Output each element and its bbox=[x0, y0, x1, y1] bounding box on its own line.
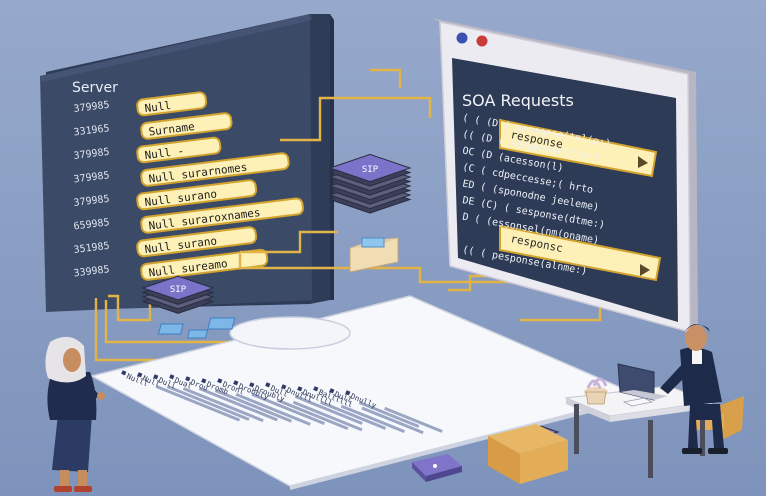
server-row-number: 331965 bbox=[73, 123, 110, 138]
floor-card bbox=[412, 454, 462, 482]
server-row-number: 379985 bbox=[73, 147, 110, 162]
window-button-blue[interactable] bbox=[456, 32, 468, 44]
server-row-tag: Null bbox=[136, 91, 208, 117]
server-row-number: 351985 bbox=[73, 241, 110, 256]
server-row-number: 379985 bbox=[73, 100, 110, 115]
woman-figure bbox=[45, 336, 105, 492]
block-tray bbox=[157, 316, 351, 350]
storage-box bbox=[488, 424, 568, 484]
server-row-number: 379985 bbox=[73, 194, 110, 209]
server-title: Server bbox=[72, 80, 118, 96]
block-crate bbox=[349, 237, 399, 273]
soa-requests-window: SOA Requests response responsc ( ( (D ( … bbox=[432, 18, 698, 333]
response-tag-1: response bbox=[499, 118, 658, 178]
server-row-number: 659985 bbox=[73, 217, 110, 232]
data-stack-left: SIP bbox=[141, 275, 215, 314]
server-row-number: 339985 bbox=[73, 264, 110, 279]
desk-workstation bbox=[564, 324, 744, 478]
server-row-number: 379985 bbox=[73, 170, 110, 185]
stack-label: SIP bbox=[362, 165, 379, 175]
server-row-tag: Surname bbox=[140, 112, 233, 140]
document-lines: NulllNullDullDualDrouDrombDronlDrobblyDr… bbox=[121, 370, 443, 435]
response-tag-2: responsc bbox=[499, 224, 662, 282]
server-row-tag: Null - bbox=[136, 136, 222, 164]
stack-label: SIP bbox=[170, 285, 187, 295]
server-row-tag-label: Null - bbox=[144, 144, 185, 162]
server-row-tag-label: Surname bbox=[148, 120, 196, 139]
soa-title: SOA Requests bbox=[462, 91, 574, 110]
server-row-tag-label: Null bbox=[144, 99, 172, 115]
document-sheet: NulllNullDullDualDrouDrombDronlDrobblyDr… bbox=[89, 295, 643, 490]
stack-layer bbox=[141, 275, 215, 301]
window-button-red[interactable] bbox=[476, 35, 488, 47]
data-stack-center: SIP bbox=[328, 153, 412, 214]
stack-layer bbox=[328, 153, 412, 183]
